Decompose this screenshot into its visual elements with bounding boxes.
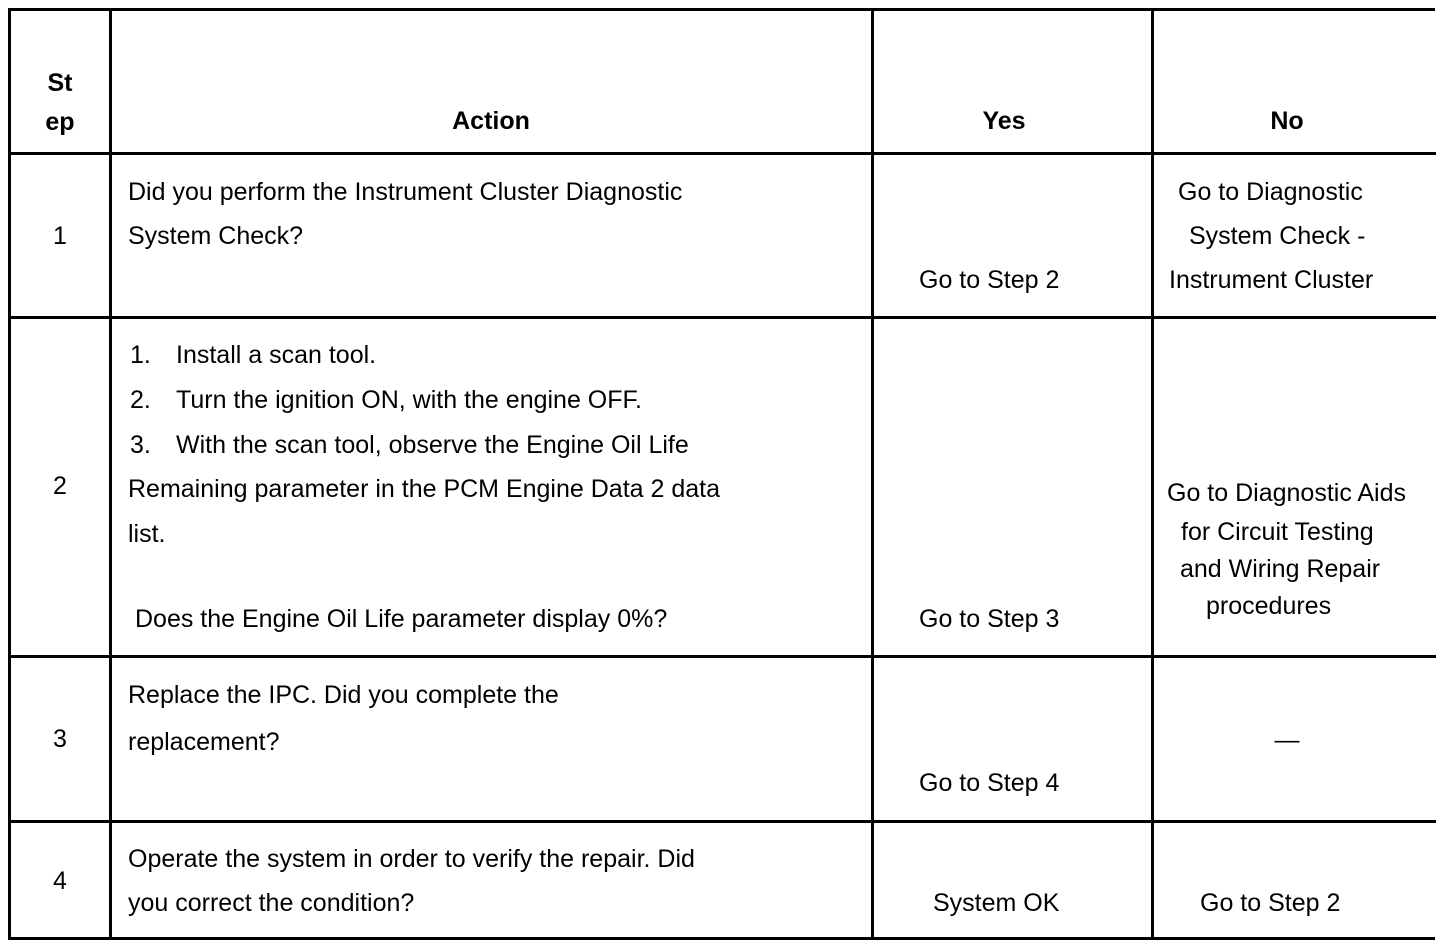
yes-cell-text: Go to Step 3 [919,605,1060,633]
action-text-line: Operate the system in order to verify th… [128,845,695,873]
header-no: No [1270,107,1304,135]
no-cell-text-line: Go to Diagnostic Aids [1167,479,1407,507]
action-text-line: replacement? [128,728,280,756]
no-cell-text-line: and Wiring Repair [1180,555,1381,583]
action-question: Does the Engine Oil Life parameter displ… [135,605,668,633]
step-number: 3 [53,725,67,753]
action-text-line: you correct the condition? [128,889,415,917]
column-divider [1151,8,1154,940]
no-cell-text-line: System Check - [1189,222,1366,250]
header-action: Action [452,107,530,135]
action-text-line: Replace the IPC. Did you complete the [128,681,559,709]
action-text-line: Remaining parameter in the PCM Engine Da… [128,475,720,503]
list-item-text: Install a scan tool. [176,341,377,369]
step-number: 1 [53,222,67,250]
list-item-text: With the scan tool, observe the Engine O… [176,431,689,459]
no-cell-text-line: Instrument Cluster [1169,266,1374,294]
step-number: 2 [53,472,67,500]
column-divider [109,8,112,940]
step-number: 4 [53,867,67,895]
list-item-number: 1. [130,341,151,369]
yes-cell-text: Go to Step 4 [919,769,1060,797]
row-divider [8,152,1436,155]
row-divider [8,655,1436,658]
table-frame [8,8,1435,940]
no-cell-text: Go to Step 2 [1200,889,1341,917]
row-divider [8,820,1436,823]
no-cell-text-line: for Circuit Testing [1181,518,1374,546]
no-cell-text-line: procedures [1206,592,1332,620]
action-text-line: System Check? [128,222,304,250]
row-divider [8,316,1436,319]
list-item-number: 3. [130,431,151,459]
column-divider [871,8,874,940]
list-item-text: Turn the ignition ON, with the engine OF… [176,386,642,414]
header-step-line2: ep [45,108,75,136]
action-text-line: list. [128,520,166,548]
header-yes: Yes [982,107,1026,135]
no-cell-dash: — [1274,726,1300,754]
yes-cell-text: Go to Step 2 [919,266,1060,294]
header-step-line1: St [47,69,73,97]
yes-cell-text: System OK [933,889,1060,917]
action-text-line: Did you perform the Instrument Cluster D… [128,178,683,206]
no-cell-text-line: Go to Diagnostic [1178,178,1363,206]
list-item-number: 2. [130,386,151,414]
